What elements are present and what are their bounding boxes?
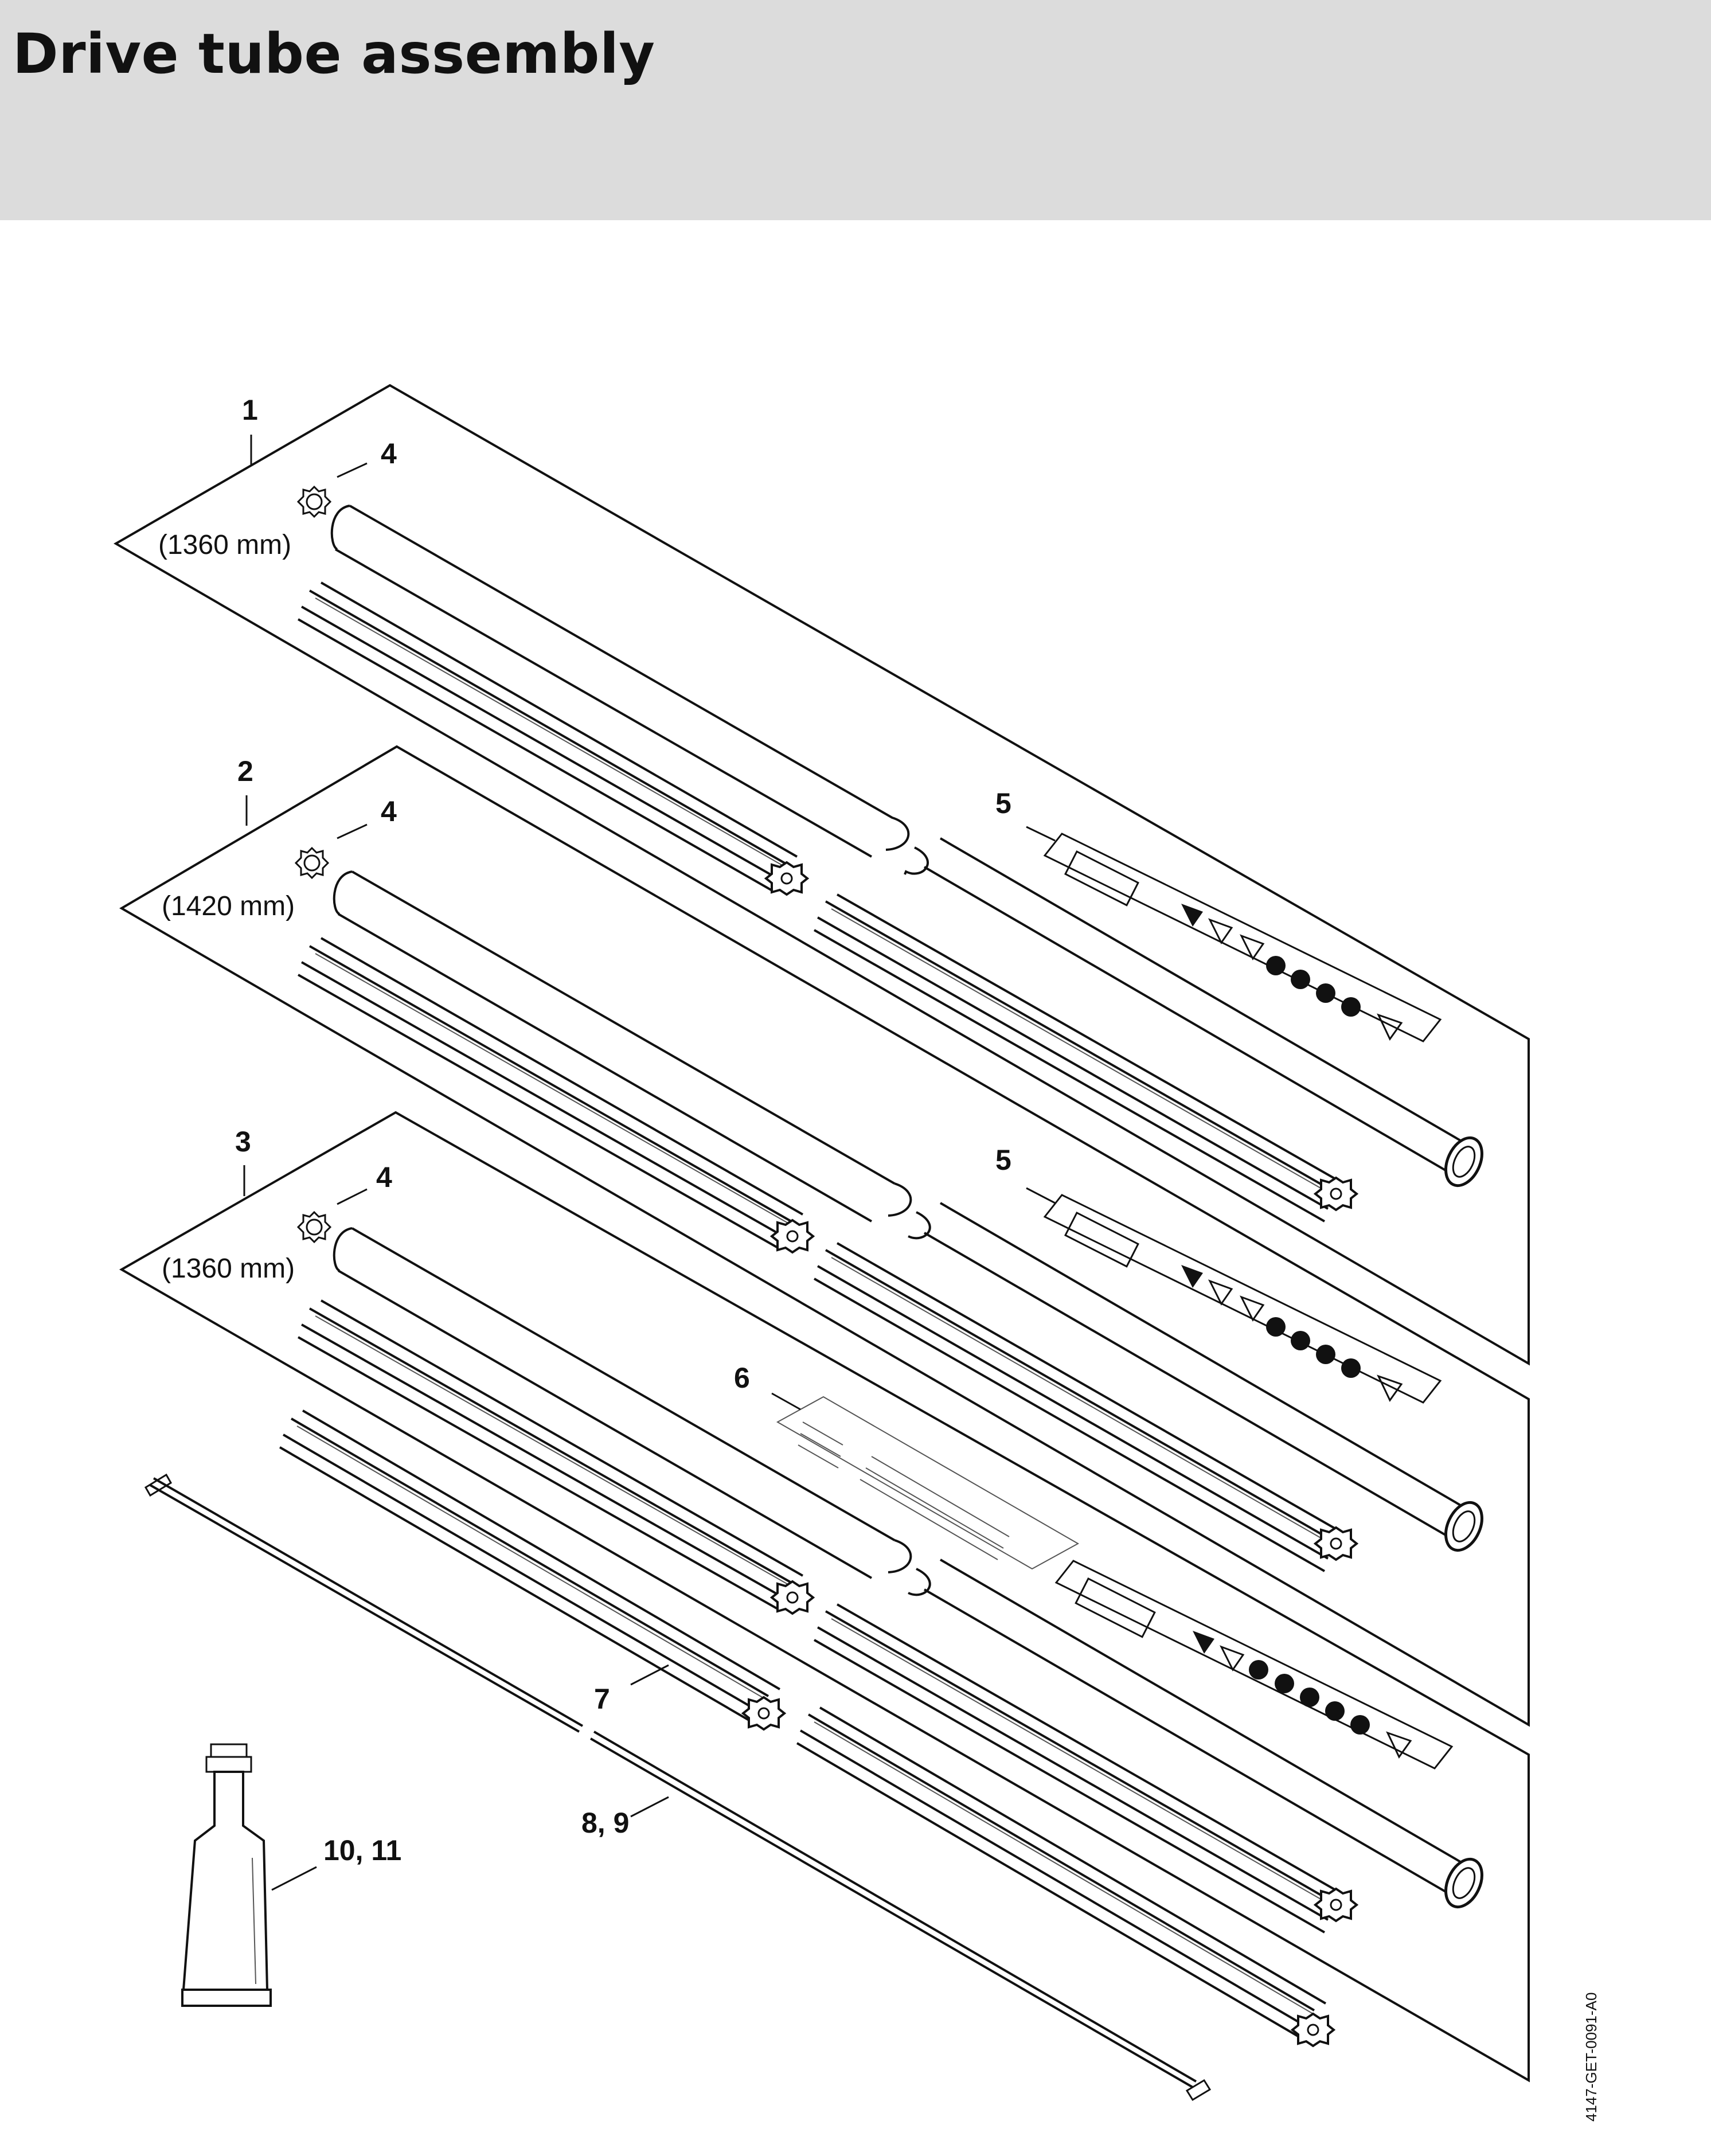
callout-4-c: 4 <box>376 1161 392 1193</box>
callout-2: 2 <box>237 755 253 787</box>
leader-lines <box>243 435 1056 1891</box>
information-label <box>776 1396 1080 1570</box>
callout-3: 3 <box>235 1126 251 1158</box>
assembly-2-group <box>119 745 1530 1727</box>
callout-10-11: 10, 11 <box>323 1834 401 1866</box>
callout-4-a: 4 <box>381 438 397 470</box>
page-title: Drive tube assembly <box>13 22 655 86</box>
warning-label-1 <box>1043 833 1442 1042</box>
drive-tube-1 <box>335 505 929 875</box>
assembly-1-group <box>114 384 1530 1366</box>
drive-tube-3 <box>338 1227 1472 1899</box>
drive-shaft <box>144 1473 1212 2102</box>
tube-length-3: (1360 mm) <box>162 1253 295 1284</box>
liner-1 <box>298 581 798 893</box>
warning-label-3 <box>1054 1560 1454 1770</box>
liner-3 <box>298 1299 803 1611</box>
liner-2 <box>298 937 803 1250</box>
tube-length-2: (1420 mm) <box>162 891 295 921</box>
callout-5-a: 5 <box>995 787 1011 819</box>
callout-5-b: 5 <box>995 1144 1011 1176</box>
liner-loose <box>279 1409 1335 2047</box>
header-bar: Drive tube assembly <box>0 0 1711 220</box>
tube-length-1: (1360 mm) <box>158 530 291 560</box>
assembly-2-panel <box>119 745 1530 1727</box>
drawing-code: 4147-GET-0091-A0 <box>1583 1992 1600 2122</box>
assembly-3-group <box>119 1111 1530 2083</box>
callout-7: 7 <box>594 1683 610 1715</box>
assembly-3-panel <box>119 1111 1530 2083</box>
callout-8-9: 8, 9 <box>581 1807 629 1839</box>
assembly-1-panel <box>114 384 1530 1366</box>
callout-1: 1 <box>242 394 258 426</box>
warning-label-2 <box>1043 1194 1442 1404</box>
drive-tube-2 <box>338 870 1472 1542</box>
grease-tube <box>181 1743 272 2007</box>
callout-6: 6 <box>734 1362 750 1394</box>
callout-4-b: 4 <box>381 795 397 827</box>
